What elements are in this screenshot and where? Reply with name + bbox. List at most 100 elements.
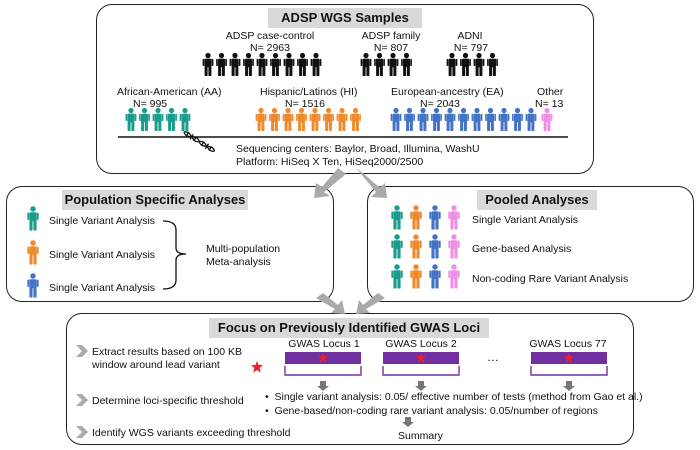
population-title: Population Specific Analyses: [62, 190, 248, 210]
person-icon-family: [360, 52, 372, 76]
loci-ellipsis: …: [487, 350, 499, 364]
person-icon-hi: [255, 107, 267, 131]
samples-title: ADSP WGS Samples: [268, 8, 422, 28]
step-chevrons: [76, 345, 88, 438]
arrow-down-icon: [415, 381, 427, 391]
arrow-down-icon: [563, 381, 575, 391]
locus-77-label: GWAS Locus 77: [529, 338, 607, 350]
person-icon-hi: [296, 107, 307, 131]
person-icon-hi: [27, 240, 39, 265]
person-icon-pooled: [429, 264, 441, 289]
chevron-right-icon: [76, 426, 88, 438]
pooled-title: Pooled Analyses: [477, 190, 597, 210]
person-icon-ea: [417, 107, 429, 131]
locus-2: [382, 352, 460, 376]
locus-1: [284, 352, 362, 376]
person-icon-pooled: [429, 234, 441, 259]
person-icon-adni: [446, 52, 458, 76]
person-icon-case-control: [297, 52, 308, 76]
person-icon-ea: [512, 107, 523, 131]
population-item-hi: Single Variant Analysis: [49, 249, 156, 261]
pooled-item-single: Single Variant Analysis: [472, 214, 579, 226]
person-icon-aa: [152, 107, 164, 131]
person-icon-adni: [460, 52, 471, 76]
locus-77: [530, 352, 608, 376]
pooled-item-gene: Gene-based Analysis: [472, 243, 572, 255]
star-icon: [251, 361, 263, 373]
person-icon-hi: [309, 107, 321, 131]
step-extract-line1: Extract results based on 100 KB: [92, 346, 242, 358]
arrow-top-to-pooled: [356, 168, 387, 198]
aa-n: N= 995: [133, 98, 168, 110]
locus-2-label: GWAS Locus 2: [385, 338, 457, 350]
person-icon-ea: [444, 107, 456, 131]
meta-analysis-bracket: [162, 220, 187, 290]
other-label: Other: [537, 86, 564, 98]
person-icon-case-control: [283, 52, 295, 76]
chevron-right-icon: [76, 345, 88, 357]
samples-panel: [96, 4, 594, 174]
person-icon-aa: [139, 107, 150, 131]
platform: Platform: HiSeq X Ten, HiSeq2000/2500: [236, 156, 424, 168]
pooled-item-noncoding: Non-coding Rare Variant Analysis: [472, 273, 629, 285]
person-icon-hi: [282, 107, 294, 131]
star-icon: [564, 353, 574, 363]
person-icon-ea: [485, 107, 496, 131]
person-icon-adni: [487, 52, 498, 76]
person-icon-pooled: [448, 234, 460, 259]
person-icon-hi: [350, 107, 361, 131]
step-threshold: Determine loci-specific threshold: [92, 395, 244, 407]
family-n: N= 807: [373, 42, 409, 54]
arrow-down-icon: [402, 417, 414, 427]
locus-1-label: GWAS Locus 1: [288, 338, 360, 350]
person-icon-pooled: [391, 234, 403, 259]
arrow-down-icon: [317, 381, 329, 391]
arrow-pooled-to-gwas: [356, 293, 385, 314]
person-icon-case-control: [310, 52, 322, 76]
person-icon-ea: [27, 273, 39, 298]
bullet-single-variant-text: Single variant analysis: 0.05/ effective…: [274, 391, 643, 403]
case-control-n: N= 2963: [250, 42, 290, 54]
person-icon-pooled: [448, 205, 460, 230]
person-icon-pooled: [391, 264, 403, 289]
person-icon-ea: [431, 107, 442, 131]
person-icon-ea: [458, 107, 469, 131]
person-icon-hi: [323, 107, 334, 131]
adni-n: N= 797: [453, 42, 489, 54]
person-icon-aa: [179, 107, 191, 131]
person-icon-case-control: [270, 52, 281, 76]
sequencing-centers: Sequencing centers: Baylor, Broad, Illum…: [236, 143, 480, 155]
meta-analysis-line1: Multi-population: [206, 243, 281, 255]
person-icon-ea: [471, 107, 483, 131]
person-icon-ea: [525, 107, 537, 131]
arrow-top-to-population: [314, 168, 346, 198]
gwas-title: Focus on Previously Identified GWAS Loci: [209, 318, 489, 338]
person-icon-case-control: [229, 52, 241, 76]
bullet-single-variant: • Single variant analysis: 0.05/ effecti…: [265, 391, 643, 403]
flow-arrows: [314, 168, 387, 314]
ea-n: N= 2043: [420, 98, 460, 110]
person-icon-family: [401, 52, 412, 76]
person-icon-adni: [473, 52, 485, 76]
person-icon-ea: [390, 107, 402, 131]
person-icon-case-control: [243, 52, 254, 76]
summary-label: Summary: [398, 430, 443, 442]
person-icon-family: [374, 52, 385, 76]
person-icon-hi: [269, 107, 280, 131]
case-control-label: ADSP case-control: [225, 30, 315, 42]
other-n: N= 13: [535, 98, 564, 110]
meta-analysis-line2: Meta-analysis: [206, 256, 271, 268]
hi-n: N= 1516: [285, 98, 325, 110]
person-icon-family: [387, 52, 399, 76]
bullet-gene-based: • Gene-based/non-coding rare variant ana…: [265, 405, 598, 417]
population-item-aa: Single Variant Analysis: [49, 215, 156, 227]
person-icon-pooled: [410, 234, 422, 259]
person-icon-pooled: [429, 205, 441, 230]
person-icon-pooled: [410, 205, 422, 230]
locus-window-bracket: [382, 366, 460, 376]
person-icon-case-control: [216, 52, 227, 76]
person-icon-hi: [336, 107, 348, 131]
family-label: ADSP family: [361, 30, 421, 42]
person-icon-aa: [125, 107, 137, 131]
